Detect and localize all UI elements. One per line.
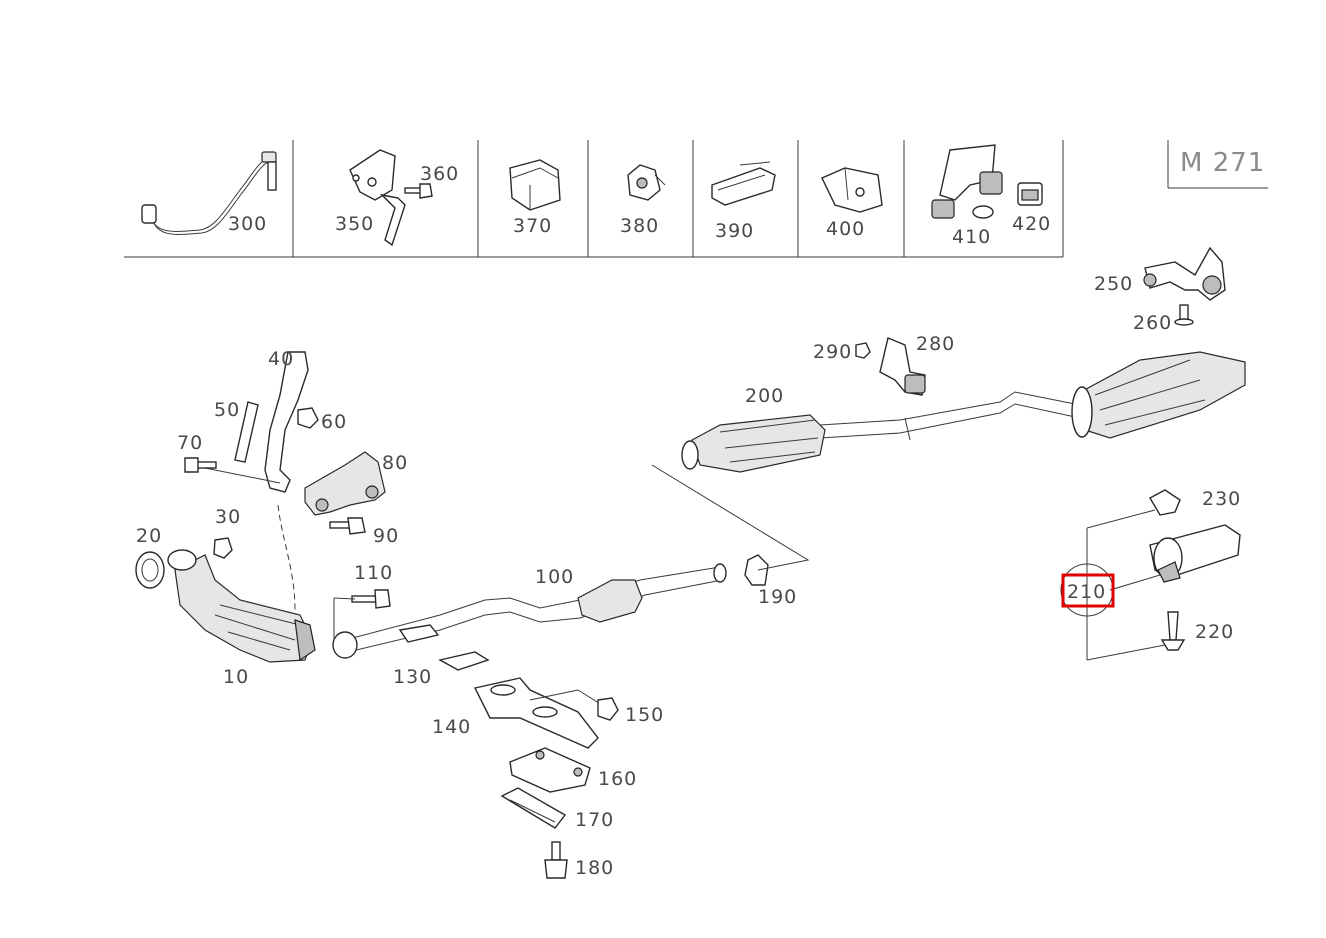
hanger-250-icon xyxy=(1143,246,1226,301)
part-label-230[interactable]: 230 xyxy=(1202,488,1241,510)
part-label-370[interactable]: 370 xyxy=(513,215,552,237)
part-label-170[interactable]: 170 xyxy=(575,809,614,831)
part-label-250[interactable]: 250 xyxy=(1094,273,1133,295)
hanger-380-icon xyxy=(627,164,666,201)
part-label-410[interactable]: 410 xyxy=(952,226,991,248)
part-label-130[interactable]: 130 xyxy=(393,666,432,688)
part-label-90[interactable]: 90 xyxy=(373,525,399,547)
highlight-box-210 xyxy=(1061,573,1115,608)
part-label-100[interactable]: 100 xyxy=(535,566,574,588)
bolt-70-icon xyxy=(184,457,217,473)
bolt-90-icon xyxy=(329,517,366,535)
nut-30-icon xyxy=(213,537,233,559)
part-label-10[interactable]: 10 xyxy=(223,666,249,688)
part-label-220[interactable]: 220 xyxy=(1195,621,1234,643)
nut-150-icon xyxy=(597,697,619,721)
catalytic-converter-10-icon xyxy=(167,549,316,663)
heat-shield-370-icon xyxy=(509,159,561,211)
engine-code-label: M 271 xyxy=(1180,148,1265,178)
nut-290-icon xyxy=(855,342,871,359)
part-label-280[interactable]: 280 xyxy=(916,333,955,355)
part-label-350[interactable]: 350 xyxy=(335,213,374,235)
clamp-190-icon xyxy=(651,464,810,586)
header-parts-strip xyxy=(124,140,1064,258)
bolt-110-icon xyxy=(333,589,391,640)
rubber-plate-160-icon xyxy=(509,747,591,793)
part-label-390[interactable]: 390 xyxy=(715,220,754,242)
bracket-400-icon xyxy=(821,167,883,213)
part-label-70[interactable]: 70 xyxy=(177,432,203,454)
part-label-360[interactable]: 360 xyxy=(420,163,459,185)
bolt-180-icon xyxy=(544,841,568,879)
part-label-400[interactable]: 400 xyxy=(826,218,865,240)
tailpipe-trim-210-icon xyxy=(1149,524,1241,583)
clamp-390-icon xyxy=(711,161,776,206)
part-label-300[interactable]: 300 xyxy=(228,213,267,235)
rear-muffler-200-icon xyxy=(681,351,1246,473)
bolt-260-icon xyxy=(1174,304,1194,326)
part-label-210[interactable]: 210 xyxy=(1067,581,1106,603)
part-label-30[interactable]: 30 xyxy=(215,506,241,528)
part-label-20[interactable]: 20 xyxy=(136,525,162,547)
part-label-140[interactable]: 140 xyxy=(432,716,471,738)
screw-220-icon xyxy=(1160,611,1186,651)
part-label-420[interactable]: 420 xyxy=(1012,213,1051,235)
hanger-280-icon xyxy=(879,337,926,396)
part-label-50[interactable]: 50 xyxy=(214,399,240,421)
header-part-labels: 300 350 360 370 380 390 400 410 420 xyxy=(228,163,1051,248)
part-label-80[interactable]: 80 xyxy=(382,452,408,474)
part-label-40[interactable]: 40 xyxy=(268,348,294,370)
bolt-360-icon xyxy=(404,183,433,199)
support-strap-40-icon xyxy=(264,351,309,493)
part-label-260[interactable]: 260 xyxy=(1133,312,1172,334)
part-labels: 10 20 30 40 50 60 70 80 90 100 110 130 1… xyxy=(136,273,1241,879)
rail-170-icon xyxy=(500,787,567,829)
nut-60-icon xyxy=(297,407,319,429)
front-pipe-100-icon xyxy=(332,563,727,659)
bracket-130-icon xyxy=(398,624,490,671)
clip-230-icon xyxy=(1149,489,1181,516)
part-label-60[interactable]: 60 xyxy=(321,411,347,433)
part-label-180[interactable]: 180 xyxy=(575,857,614,879)
bracket-410-icon xyxy=(931,144,1003,219)
part-label-380[interactable]: 380 xyxy=(620,215,659,237)
bracket-350-icon xyxy=(349,149,406,247)
gasket-20-icon xyxy=(135,551,165,589)
part-label-110[interactable]: 110 xyxy=(354,562,393,584)
part-label-190[interactable]: 190 xyxy=(758,586,797,608)
part-label-200[interactable]: 200 xyxy=(745,385,784,407)
support-rod-50-icon xyxy=(204,401,281,484)
part-label-290[interactable]: 290 xyxy=(813,341,852,363)
rubber-mount-420-icon xyxy=(1017,182,1043,206)
oxygen-sensor-icon xyxy=(141,151,277,235)
engine-code-box: M 271 xyxy=(1167,140,1268,189)
mount-bracket-140-icon xyxy=(473,677,603,749)
part-label-150[interactable]: 150 xyxy=(625,704,664,726)
part-label-160[interactable]: 160 xyxy=(598,768,637,790)
bracket-80-icon xyxy=(304,451,386,516)
